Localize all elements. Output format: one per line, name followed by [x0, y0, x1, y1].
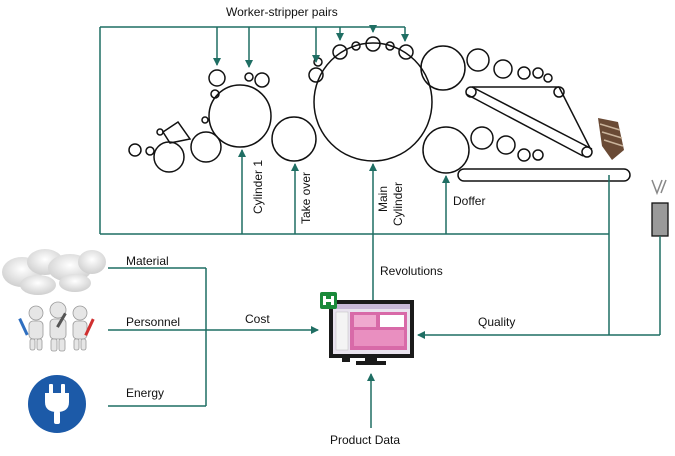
worker-stripper-label: Worker-stripper pairs	[226, 5, 338, 19]
take-over-label: Take over	[299, 171, 313, 224]
roller	[543, 73, 553, 83]
personnel-label: Personnel	[126, 315, 181, 329]
roller	[470, 126, 494, 150]
cotton-image	[2, 249, 106, 295]
stripper-roller	[210, 89, 220, 99]
carding-machine	[128, 36, 631, 182]
feed-roller	[153, 141, 185, 173]
quality-label: Quality	[478, 315, 516, 329]
stripper-roller	[313, 57, 323, 67]
worker-roller	[308, 67, 324, 83]
cylinder-label: Cylinder	[391, 181, 405, 226]
material-label: Material	[126, 254, 169, 268]
belt	[558, 86, 591, 149]
roller	[517, 148, 531, 162]
sensor-icon	[651, 179, 669, 237]
plug-icon	[45, 384, 69, 424]
worker-roller	[365, 36, 381, 52]
small-roller	[145, 146, 155, 156]
roller	[493, 59, 513, 79]
feed-chute	[161, 120, 192, 144]
worker-roller	[398, 44, 414, 60]
product-data-label: Product Data	[330, 433, 401, 447]
roller	[532, 67, 544, 79]
upper-doffer-roller	[420, 45, 466, 91]
monitor-icon	[320, 292, 414, 365]
take-over-roller	[271, 116, 317, 162]
licker-in-roller	[190, 131, 222, 163]
web-output-icon	[598, 118, 624, 160]
stripper-roller	[244, 72, 254, 82]
energy-plug-badge	[28, 375, 86, 433]
worker-roller	[254, 72, 270, 88]
cost-label: Cost	[245, 312, 270, 326]
roller	[496, 135, 516, 155]
cylinder-1-label: Cylinder 1	[251, 159, 265, 214]
small-roller	[156, 128, 164, 136]
control-lines	[99, 25, 661, 428]
doffer-label: Doffer	[453, 194, 486, 208]
revolutions-label: Revolutions	[380, 264, 443, 278]
worker-roller	[208, 69, 226, 87]
stripper-roller	[385, 41, 395, 51]
doffer-roller	[422, 126, 470, 174]
main-cylinder	[313, 42, 433, 162]
stripper-roller	[351, 41, 361, 51]
worker-roller	[332, 44, 348, 60]
main-label: Main	[376, 185, 390, 212]
roller	[517, 66, 531, 80]
energy-label: Energy	[126, 386, 165, 400]
small-roller	[201, 116, 209, 124]
belt	[471, 86, 593, 150]
belt	[465, 93, 584, 157]
small-roller	[128, 143, 142, 157]
roller	[466, 48, 490, 72]
personnel-figures-icon	[18, 301, 95, 352]
cylinder-1	[208, 84, 272, 148]
roller	[532, 149, 544, 161]
conveyor-belt	[457, 168, 631, 182]
